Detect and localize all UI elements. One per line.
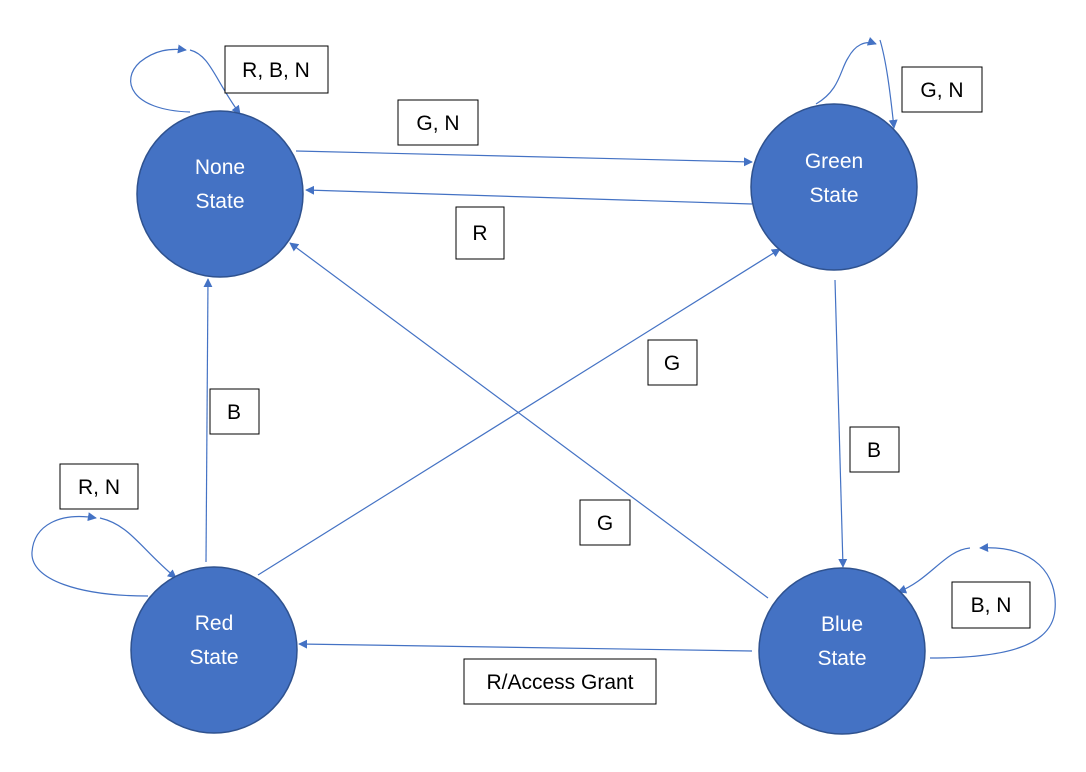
edge-green-to-blue — [834, 279, 848, 568]
label-none-self-text: R, B, N — [242, 59, 310, 82]
edge-blue-to-red — [298, 639, 753, 652]
state-green-label-1: Green — [805, 150, 863, 173]
edge-none-to-green — [295, 150, 753, 167]
state-red-label-2: State — [189, 646, 238, 669]
label-red-to-green-text: G — [664, 352, 680, 375]
state-blue: Blue State — [758, 567, 926, 735]
edge-none-self-b — [189, 49, 241, 115]
state-red: Red State — [130, 566, 298, 734]
state-none-label-1: None — [195, 156, 245, 179]
state-green-circle — [750, 103, 918, 271]
label-green-self: G, N — [901, 66, 983, 113]
label-red-to-none-text: B — [227, 401, 241, 424]
edge-red-self-b — [99, 517, 177, 579]
state-blue-label-2: State — [817, 647, 866, 670]
state-green: Green State — [750, 103, 918, 271]
label-red-to-none: B — [209, 388, 260, 435]
label-blue-self-text: B, N — [971, 594, 1012, 617]
edge-blue-self — [929, 543, 1056, 659]
state-none-label-2: State — [195, 190, 244, 213]
state-none: None State — [136, 110, 304, 278]
state-blue-label-1: Blue — [821, 613, 863, 636]
label-blue-to-none-text: G — [597, 512, 613, 535]
label-blue-to-none: G — [579, 499, 631, 546]
label-red-self: R, N — [59, 463, 139, 510]
state-blue-circle — [758, 567, 926, 735]
edge-red-to-none — [203, 278, 213, 563]
edge-red-self — [31, 512, 149, 597]
label-red-to-green: G — [647, 339, 698, 386]
edge-blue-self-b — [897, 547, 971, 594]
edges — [31, 37, 1056, 659]
label-none-to-green-text: G, N — [416, 112, 459, 135]
state-none-circle — [136, 110, 304, 278]
edge-none-self — [130, 44, 191, 113]
edge-green-to-none — [305, 185, 753, 205]
state-red-circle — [130, 566, 298, 734]
label-green-self-text: G, N — [920, 79, 963, 102]
label-green-to-none: R — [455, 206, 505, 260]
state-green-label-2: State — [809, 184, 858, 207]
edge-blue-to-none — [289, 242, 769, 599]
edge-red-to-green — [257, 248, 781, 576]
edge-green-self — [815, 37, 877, 105]
edge-green-self-b — [879, 39, 898, 129]
label-red-self-text: R, N — [78, 476, 120, 499]
label-blue-to-red-text: R/Access Grant — [486, 671, 633, 694]
label-blue-self: B, N — [951, 581, 1031, 629]
state-red-label-1: Red — [195, 612, 234, 635]
label-green-to-none-text: R — [472, 222, 487, 245]
label-none-self: R, B, N — [224, 45, 329, 94]
label-none-to-green: G, N — [397, 99, 479, 146]
label-green-to-blue-text: B — [867, 439, 881, 462]
label-green-to-blue: B — [849, 426, 900, 473]
label-blue-to-red: R/Access Grant — [463, 658, 657, 705]
